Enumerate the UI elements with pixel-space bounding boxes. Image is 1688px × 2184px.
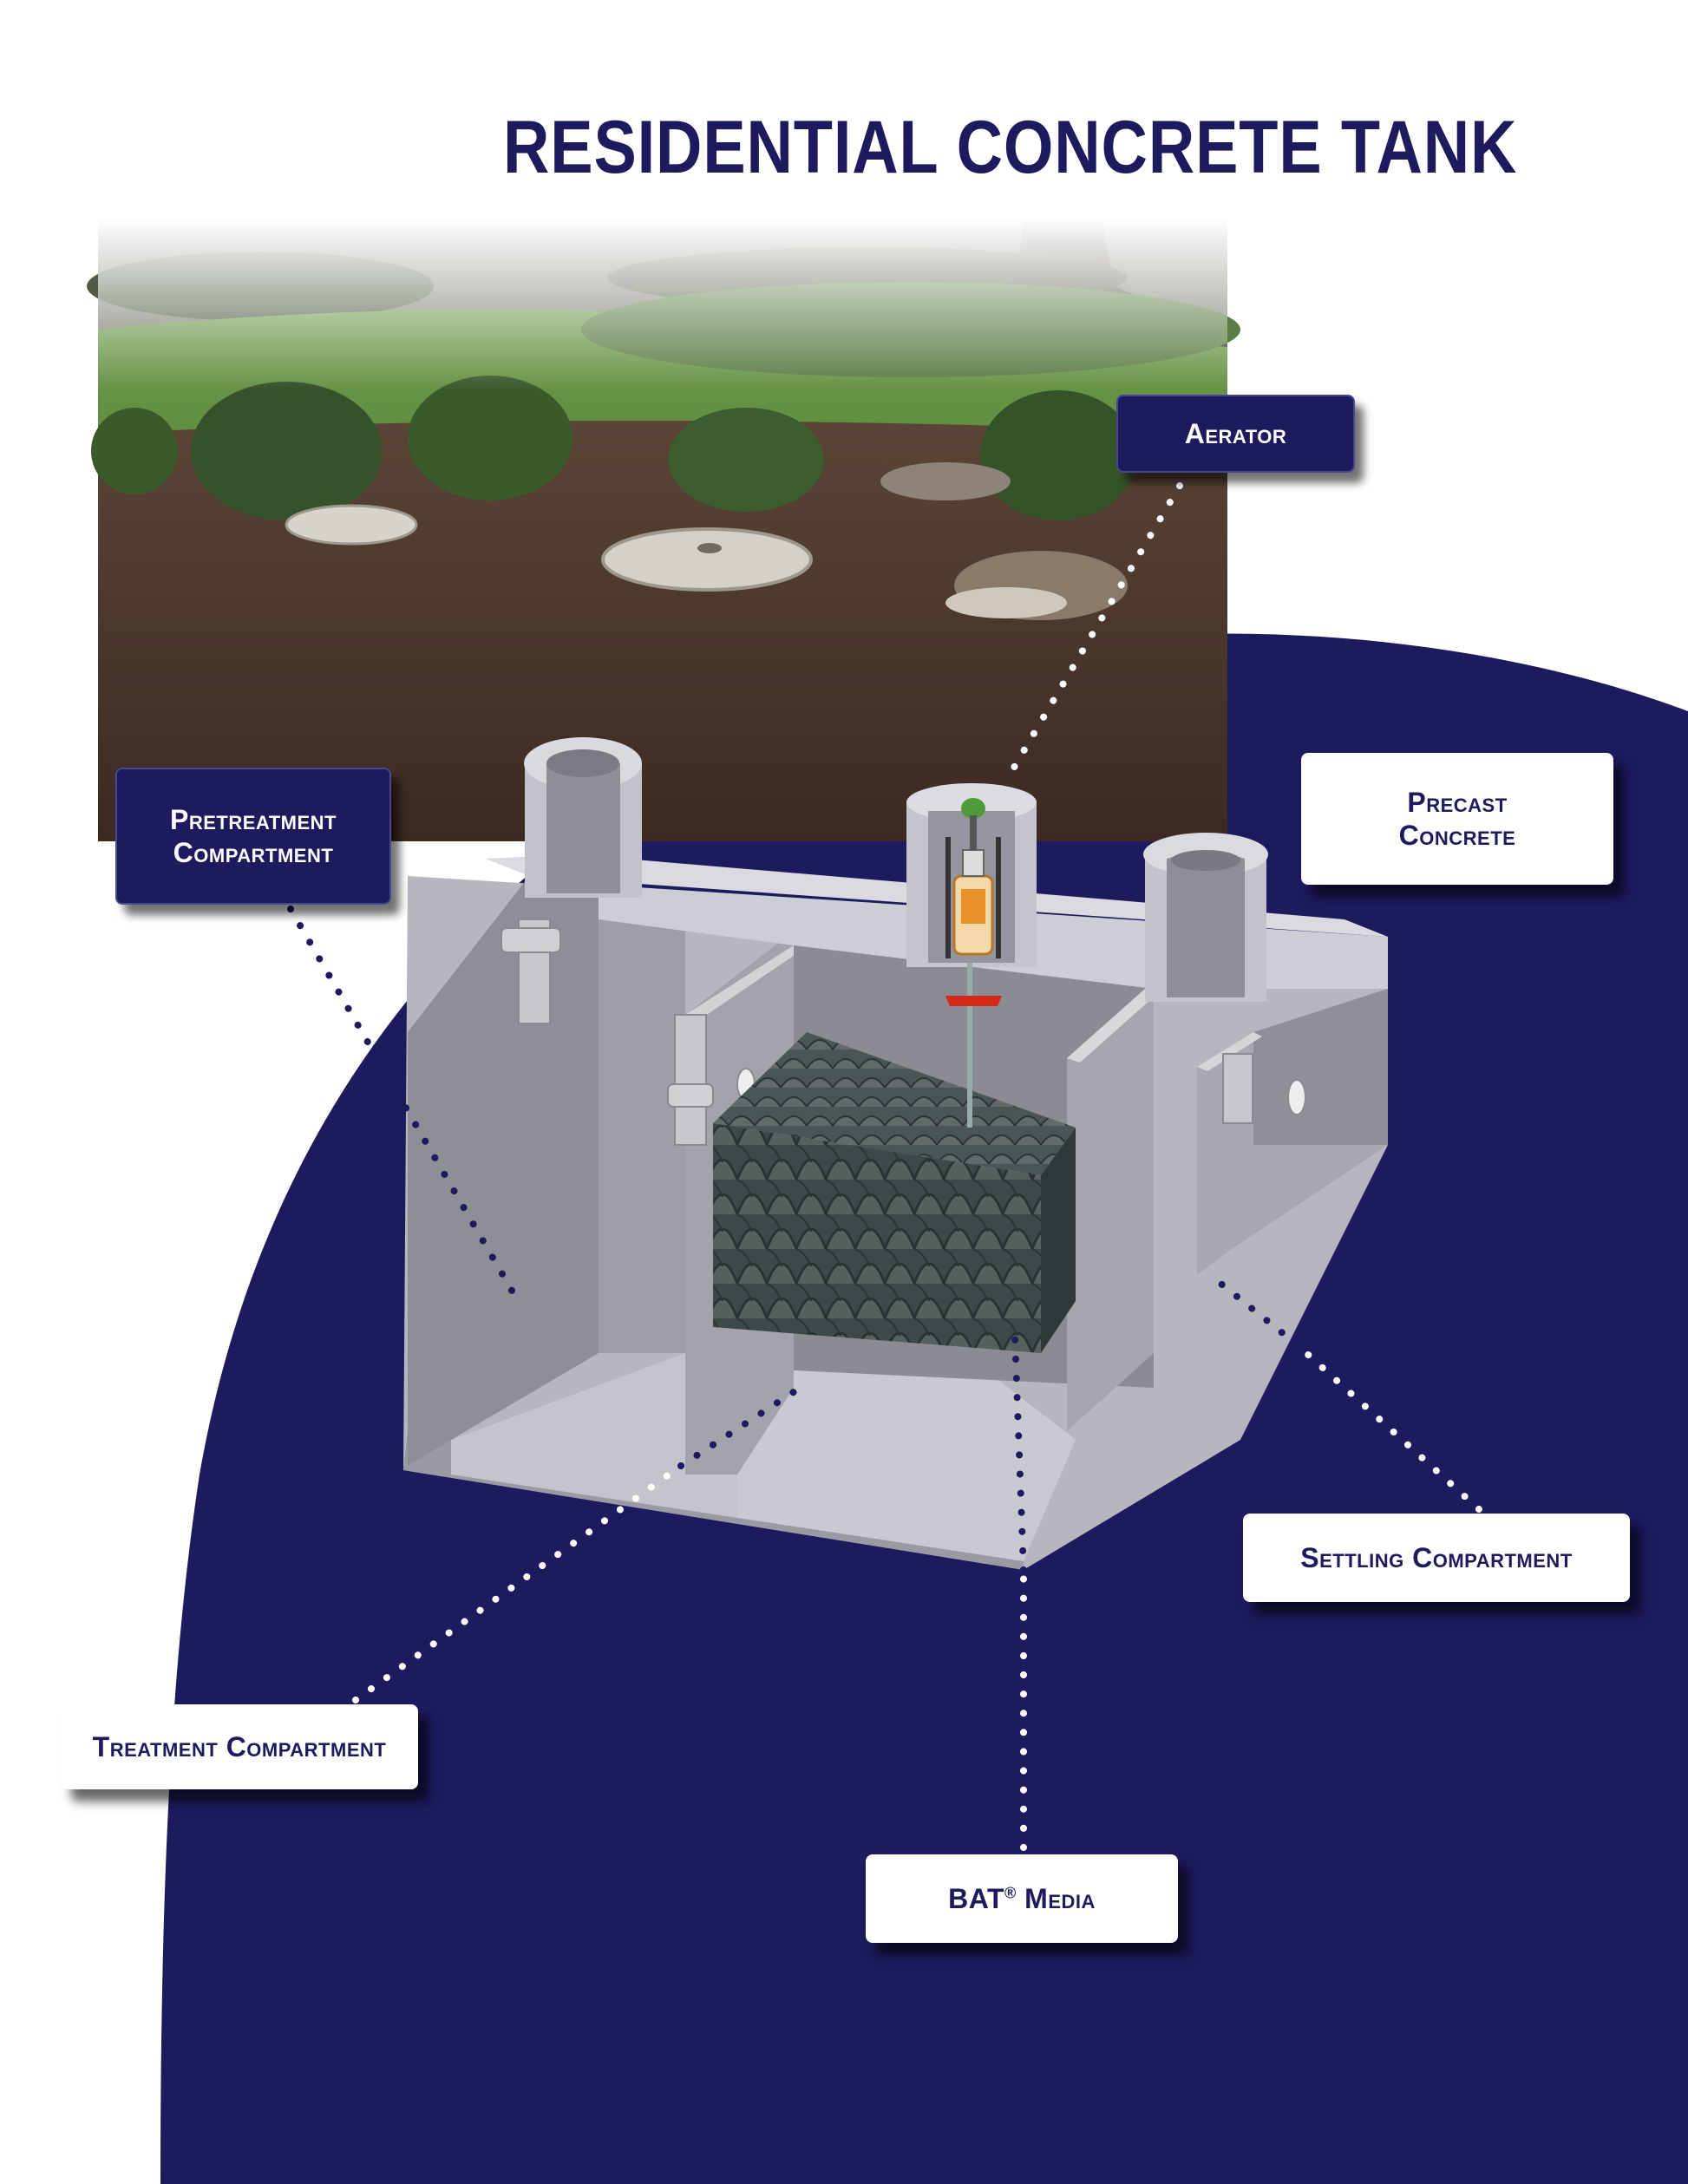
bat-media-block <box>713 1032 1076 1353</box>
leader-lines <box>287 482 1482 1851</box>
callout-bat-label: BAT® Media <box>948 1882 1096 1915</box>
riser-lid <box>601 527 813 592</box>
callout-bat-media: BAT® Media <box>866 1854 1178 1943</box>
callout-pretreatment-compartment: Pretreatment Compartment <box>115 768 391 905</box>
page-title: RESIDENTIAL CONCRETE TANK <box>503 106 1518 189</box>
leader-pretreatment <box>287 906 524 1309</box>
riser-lid <box>285 504 418 546</box>
callout-precast-line1: Precast <box>1407 787 1508 818</box>
leader-bat-2 <box>1011 1332 1027 1573</box>
callout-treatment-text: Treatment Compartment <box>92 1731 387 1762</box>
aerator-unit <box>945 798 1002 1128</box>
leader-settling-1 <box>1293 1341 1482 1513</box>
callout-aerator-text: Aerator <box>1184 418 1287 449</box>
callout-treatment-compartment: Treatment Compartment <box>61 1704 418 1789</box>
leader-treatment-2 <box>677 1380 810 1469</box>
callout-bat-prefix: BAT <box>948 1883 1004 1914</box>
leader-aerator <box>1003 482 1183 784</box>
callout-bat-suffix: Media <box>1024 1883 1096 1914</box>
callout-pretreatment-line2: Compartment <box>173 837 334 868</box>
callout-settling-text: Settling Compartment <box>1300 1542 1573 1573</box>
leader-settling-2 <box>1207 1272 1300 1348</box>
callout-settling-compartment: Settling Compartment <box>1243 1514 1630 1602</box>
registered-mark: ® <box>1004 1884 1017 1902</box>
garden-photo <box>87 217 1240 841</box>
callout-aerator: Aerator <box>1116 395 1355 473</box>
callout-pretreatment-line1: Pretreatment <box>170 804 337 835</box>
callout-precast-concrete: Precast Concrete <box>1301 753 1613 885</box>
callout-precast-line2: Concrete <box>1398 820 1516 851</box>
concrete-tank-cutaway <box>403 737 1388 1570</box>
